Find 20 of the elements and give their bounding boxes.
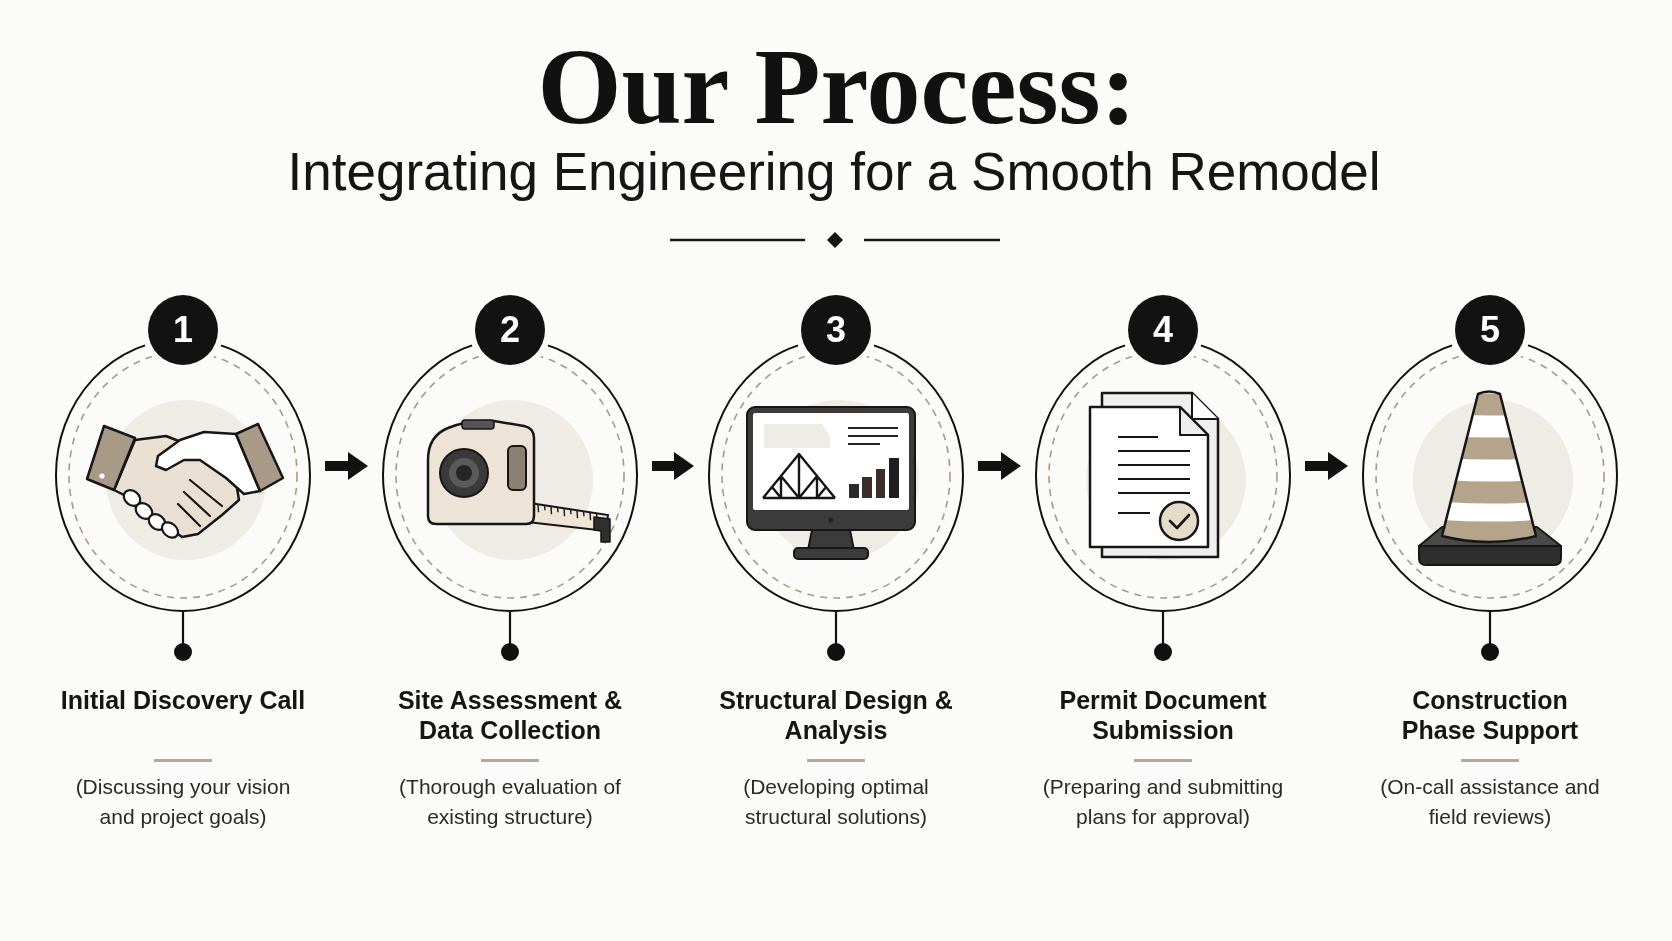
step-description: (Developing optimal structural solutions): [742, 774, 930, 830]
step-title: Construction Phase Support: [1400, 685, 1580, 745]
arrow: [978, 452, 1021, 480]
step-title: Permit Document Submission: [1058, 685, 1268, 745]
step-title: Initial Discovery Call: [59, 685, 307, 715]
step-title: Structural Design & Analysis: [718, 685, 954, 745]
step-description: (On-call assistance and field reviews): [1379, 774, 1601, 830]
leader-line: [1481, 612, 1499, 661]
leader-line: [827, 612, 845, 661]
leader-line: [1154, 612, 1172, 661]
arrow: [325, 452, 368, 480]
page-title: Our Process:: [537, 33, 1137, 141]
leader-line: [501, 612, 519, 661]
leader-line: [174, 612, 192, 661]
step-description: (Thorough evaluation of existing structure): [398, 774, 622, 830]
step-description: (Preparing and submitting plans for approval): [1041, 774, 1285, 830]
arrow: [1305, 452, 1348, 480]
step-title: Site Assessment & Data Collection: [396, 685, 624, 745]
step-description: (Discussing your vision and project goals): [74, 774, 292, 830]
arrow: [652, 452, 694, 480]
